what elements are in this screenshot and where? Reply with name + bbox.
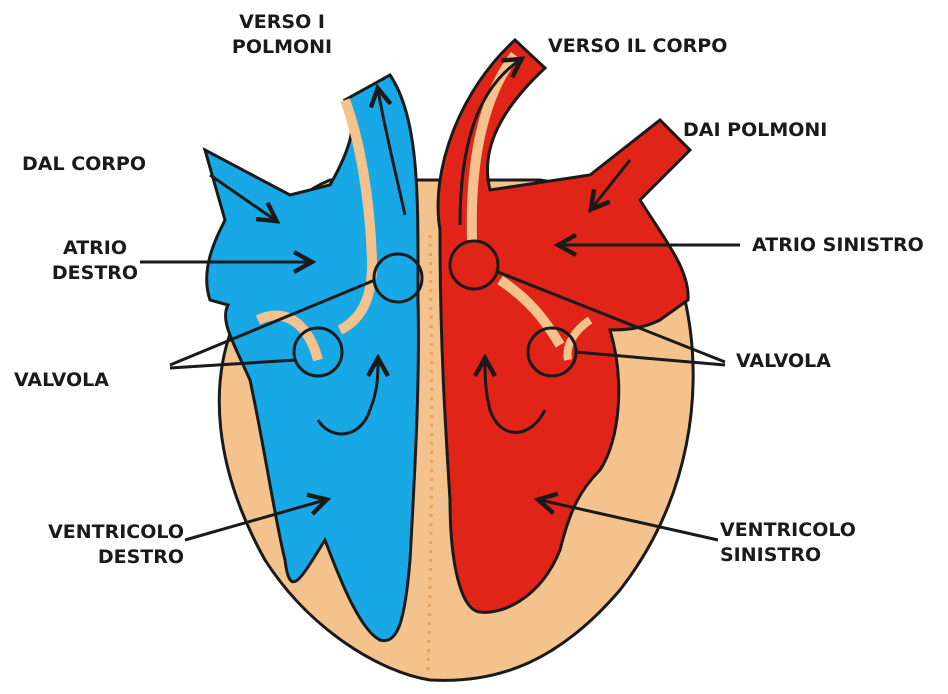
label-from-body: DAL CORPO	[22, 152, 146, 177]
label-valve-right: VALVOLA	[736, 349, 831, 374]
label-from-lungs: DAI POLMONI	[683, 118, 827, 143]
label-to-body: VERSO IL CORPO	[548, 34, 727, 59]
label-left-atrium: ATRIO SINISTRO	[752, 233, 924, 258]
label-to-lungs: VERSO I POLMONI	[224, 10, 340, 60]
label-right-ventricle: VENTRICOLO DESTRO	[4, 520, 184, 570]
label-valve-left: VALVOLA	[14, 368, 109, 393]
label-right-atrium: ATRIO DESTRO	[40, 236, 150, 286]
label-left-ventricle: VENTRICOLO SINISTRO	[720, 518, 856, 568]
